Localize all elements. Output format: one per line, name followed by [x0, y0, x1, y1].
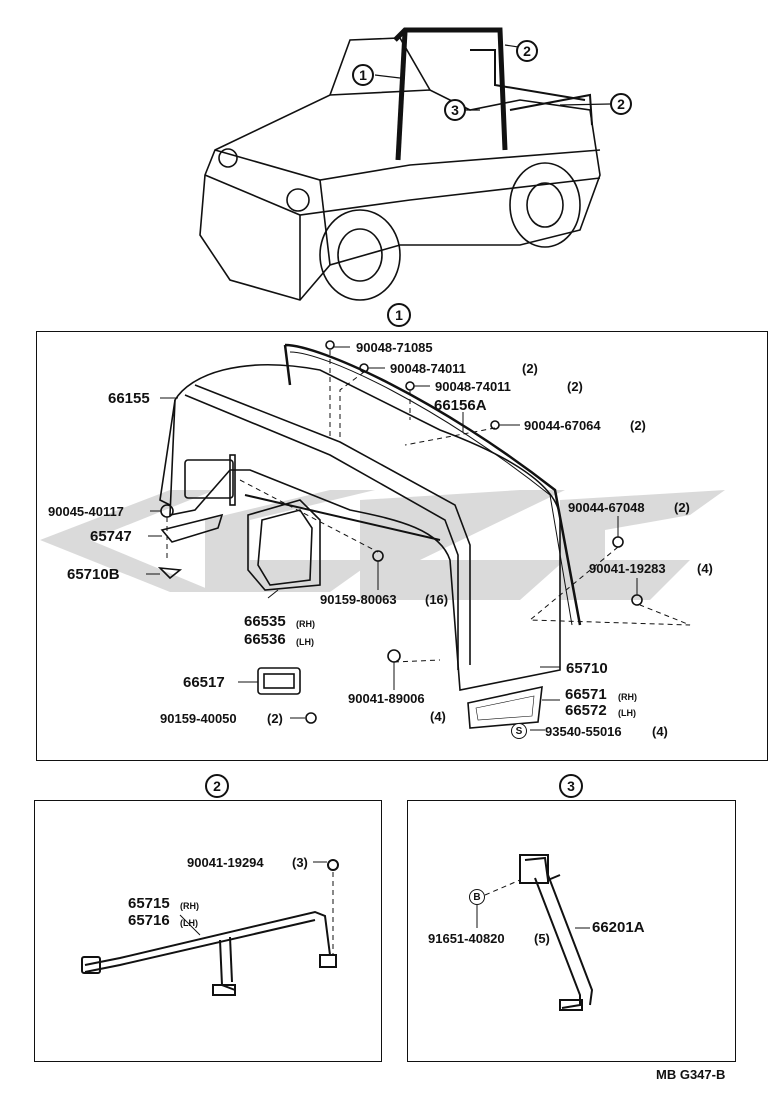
part-90041-89006-qty: (4) — [430, 709, 446, 724]
part-66536-side: (LH) — [296, 637, 314, 647]
section-1-header: 1 — [387, 303, 411, 327]
part-66571-side: (RH) — [618, 692, 637, 702]
part-91651-40820: 91651-40820 — [428, 931, 505, 946]
part-90041-19283-qty: (4) — [697, 561, 713, 576]
part-90048-74011-a: 90048-74011 — [390, 361, 466, 376]
part-90041-19294-qty: (3) — [292, 855, 308, 870]
part-65710: 65710 — [566, 660, 608, 677]
section2-art — [81, 859, 339, 996]
callout-2-overview-rear: 2 — [610, 93, 632, 115]
part-90048-74011-a-qty: (2) — [522, 361, 538, 376]
callout-1-overview: 1 — [352, 64, 374, 86]
part-93540-55016-qty: (4) — [652, 724, 668, 739]
part-66572: 66572 — [565, 702, 607, 719]
section-3-header: 3 — [559, 774, 583, 798]
part-90048-74011-b: 90048-74011 — [435, 379, 511, 394]
part-65710B: 65710B — [67, 566, 120, 583]
part-65747: 65747 — [90, 528, 132, 545]
part-65716-side: (LH) — [180, 918, 198, 928]
b-mark-icon: B — [469, 889, 485, 905]
part-65715: 65715 — [128, 895, 170, 912]
section1-art — [157, 340, 643, 729]
vehicle-overview — [199, 27, 601, 301]
section-2-header: 2 — [205, 774, 229, 798]
part-66201A: 66201A — [592, 919, 645, 936]
part-90045-40117: 90045-40117 — [48, 504, 124, 519]
part-65715-side: (RH) — [180, 901, 199, 911]
callout-3-overview: 3 — [444, 99, 466, 121]
part-90159-80063-qty: (16) — [425, 592, 449, 607]
part-91651-40820-qty: (5) — [534, 931, 550, 946]
diagram-code: MB G347-B — [656, 1067, 726, 1082]
part-66536: 66536 — [244, 631, 286, 648]
part-66535-side: (RH) — [296, 619, 315, 629]
part-90159-40050-qty: (2) — [267, 711, 283, 726]
part-90044-67064-qty: (2) — [630, 418, 646, 433]
part-90041-19283: 90041-19283 — [589, 561, 666, 576]
callout-2-overview-top: 2 — [516, 40, 538, 62]
part-65716: 65716 — [128, 912, 170, 929]
part-66155: 66155 — [108, 390, 150, 407]
part-90044-67048-qty: (2) — [674, 500, 690, 515]
part-66517: 66517 — [183, 674, 225, 691]
part-66571: 66571 — [565, 686, 607, 703]
panel-section-2 — [34, 800, 382, 1062]
part-90041-89006: 90041-89006 — [348, 691, 425, 706]
part-66572-side: (LH) — [618, 708, 636, 718]
panel-section-3 — [407, 800, 736, 1062]
part-90048-71085: 90048-71085 — [356, 340, 433, 355]
s-mark-icon: S — [511, 723, 527, 739]
part-93540-55016: 93540-55016 — [545, 724, 622, 739]
part-90159-80063: 90159-80063 — [320, 592, 397, 607]
part-90044-67064: 90044-67064 — [524, 418, 601, 433]
section3-art — [519, 854, 594, 1011]
part-90048-74011-b-qty: (2) — [567, 379, 583, 394]
part-90044-67048: 90044-67048 — [568, 500, 645, 515]
part-90159-40050: 90159-40050 — [160, 711, 237, 726]
part-90041-19294: 90041-19294 — [187, 855, 264, 870]
part-66535: 66535 — [244, 613, 286, 630]
part-66156A: 66156A — [434, 397, 487, 414]
